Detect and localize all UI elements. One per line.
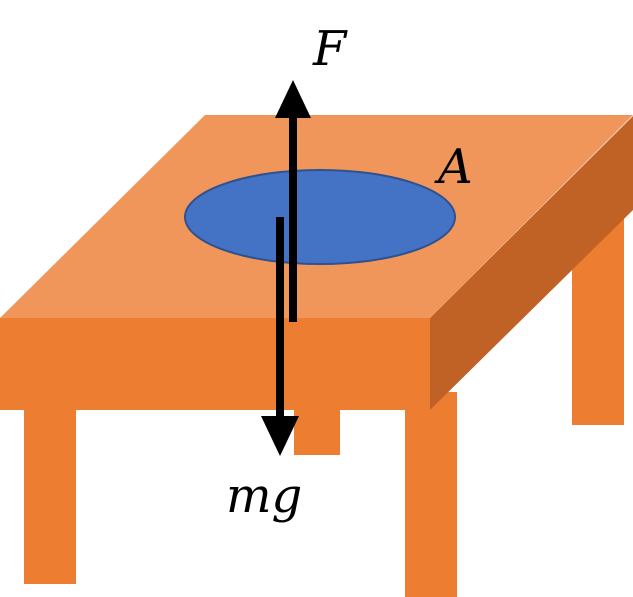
area-label: A — [434, 139, 473, 195]
weight-arrow-down — [261, 217, 299, 456]
table-leg-front-left — [24, 408, 76, 584]
weight-label: mg — [226, 468, 302, 524]
table-front-face — [0, 318, 430, 410]
table-leg-front-right — [405, 392, 457, 597]
contact-area-ellipse — [184, 169, 456, 265]
table-side-face — [430, 116, 633, 410]
force-label: F — [312, 21, 348, 77]
table-leg-back-left — [294, 408, 340, 455]
force-arrow-up — [275, 80, 311, 322]
